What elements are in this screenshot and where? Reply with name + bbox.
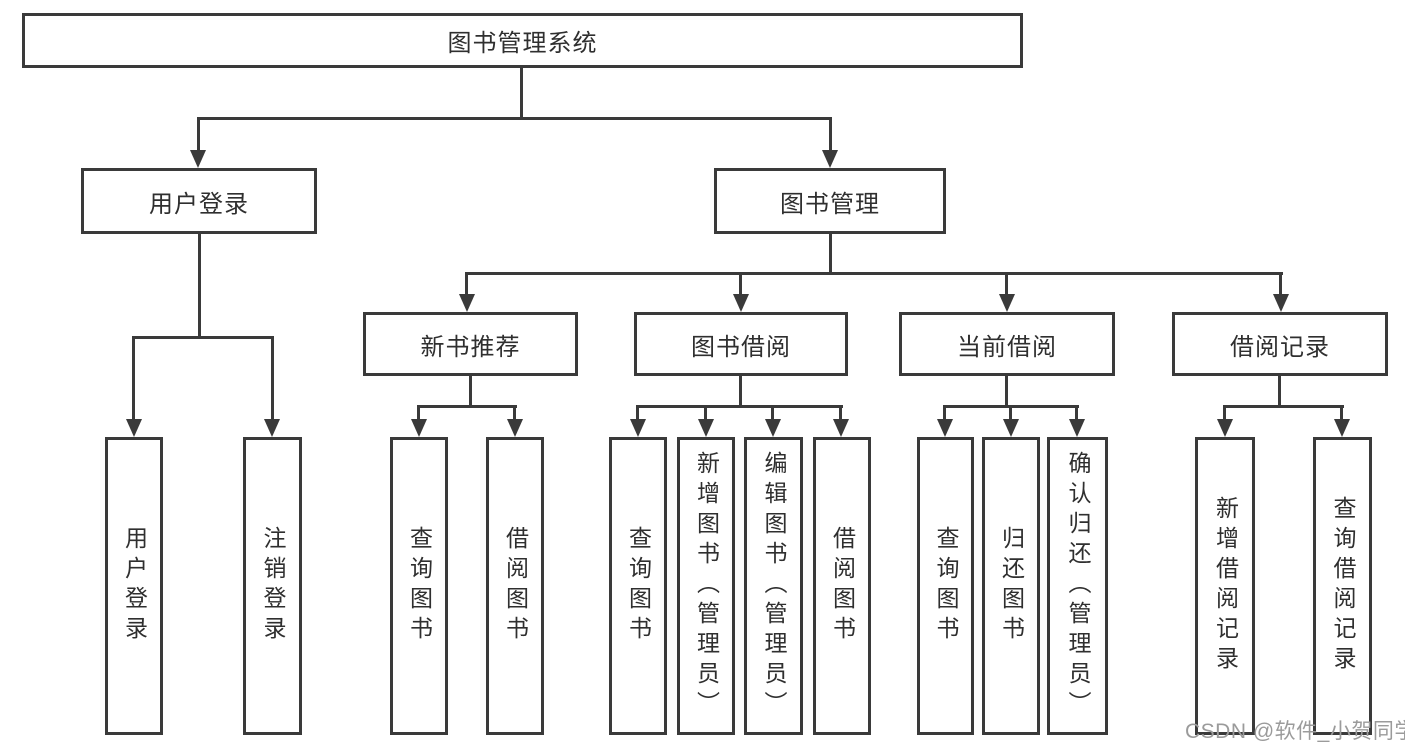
arrow-down [507, 419, 523, 437]
arrow-down [411, 419, 427, 437]
arrow-down [459, 294, 475, 312]
connector-vline [417, 405, 420, 421]
arrow-down [937, 419, 953, 437]
connector-vline [1009, 405, 1012, 421]
leaf-borrow-books: 借阅图书 [486, 437, 544, 735]
connector-vline [513, 405, 516, 421]
arrow-down [822, 150, 838, 168]
leaf-borrow-books: 借阅图书 [813, 437, 871, 735]
connector-vline [197, 117, 200, 153]
connector-vline [771, 405, 774, 421]
connector-vline [943, 405, 946, 421]
arrow-down [999, 294, 1015, 312]
node-book-management: 图书管理 [714, 168, 946, 234]
arrow-down [630, 419, 646, 437]
connector-vline [469, 376, 472, 405]
connector-vline [132, 336, 135, 421]
leaf-label: 借阅图书 [502, 526, 529, 646]
connector-vline [1075, 405, 1078, 421]
leaf-confirm-return-admin: 确认归还（管理员） [1047, 437, 1108, 735]
leaf-label: 查询借阅记录 [1330, 496, 1356, 676]
arrow-down [1334, 419, 1350, 437]
arrow-down [1273, 294, 1289, 312]
leaf-label: 注销登录 [260, 526, 286, 646]
connector-vline [465, 272, 468, 296]
arrow-down [1003, 419, 1019, 437]
node-book-borrow: 图书借阅 [634, 312, 848, 376]
arrow-down [733, 294, 749, 312]
leaf-label: 查询图书 [625, 526, 652, 646]
leaf-user-login: 用户登录 [105, 437, 163, 735]
connector-vline [1005, 272, 1008, 296]
leaf-label: 查询图书 [406, 526, 433, 646]
connector-hline [132, 336, 274, 339]
leaf-label: 用户登录 [121, 526, 148, 646]
leaf-edit-books-admin: 编辑图书（管理员） [744, 437, 803, 735]
connector-vline [520, 68, 523, 117]
node-current-borrow: 当前借阅 [899, 312, 1115, 376]
arrow-down [190, 150, 206, 168]
connector-vline [1278, 376, 1281, 405]
connector-vline [739, 376, 742, 405]
arrow-down [1069, 419, 1085, 437]
leaf-query-books: 查询图书 [609, 437, 667, 735]
leaf-label: 确认归还（管理员） [1065, 451, 1091, 721]
connector-vline [704, 405, 707, 421]
leaf-label: 新增图书（管理员） [693, 451, 720, 721]
connector-vline [1279, 272, 1282, 296]
connector-hline [1223, 405, 1344, 408]
arrow-down [765, 419, 781, 437]
node-borrow-records: 借阅记录 [1172, 312, 1388, 376]
leaf-label: 新增借阅记录 [1212, 496, 1239, 676]
leaf-logout: 注销登录 [243, 437, 302, 735]
leaf-query-books: 查询图书 [390, 437, 448, 735]
leaf-label: 编辑图书（管理员） [761, 451, 787, 721]
leaf-label: 归还图书 [998, 526, 1025, 646]
leaf-query-borrow-record: 查询借阅记录 [1313, 437, 1372, 735]
arrow-down [1217, 419, 1233, 437]
connector-hline [417, 405, 517, 408]
leaf-label: 借阅图书 [829, 526, 856, 646]
csdn-watermark: CSDN @软件_小贺同学 [1185, 720, 1405, 743]
connector-vline [739, 272, 742, 296]
leaf-query-books: 查询图书 [917, 437, 974, 735]
connector-vline [839, 405, 842, 421]
node-user-login: 用户登录 [81, 168, 317, 234]
arrow-down [698, 419, 714, 437]
connector-vline [829, 117, 832, 153]
connector-vline [829, 234, 832, 272]
leaf-return-books: 归还图书 [982, 437, 1040, 735]
connector-vline [271, 336, 274, 421]
node-root-system: 图书管理系统 [22, 13, 1023, 68]
arrow-down [833, 419, 849, 437]
connector-vline [198, 234, 201, 336]
leaf-label: 查询图书 [933, 526, 959, 646]
arrow-down [264, 419, 280, 437]
connector-vline [1005, 376, 1008, 405]
arrow-down [126, 419, 142, 437]
connector-hline [465, 272, 1283, 275]
leaf-add-borrow-record: 新增借阅记录 [1195, 437, 1255, 735]
node-new-book-recommend: 新书推荐 [363, 312, 578, 376]
connector-hline [636, 405, 843, 408]
connector-vline [1340, 405, 1343, 421]
connector-vline [1223, 405, 1226, 421]
connector-vline [636, 405, 639, 421]
leaf-add-books-admin: 新增图书（管理员） [677, 437, 735, 735]
connector-hline [197, 117, 832, 120]
